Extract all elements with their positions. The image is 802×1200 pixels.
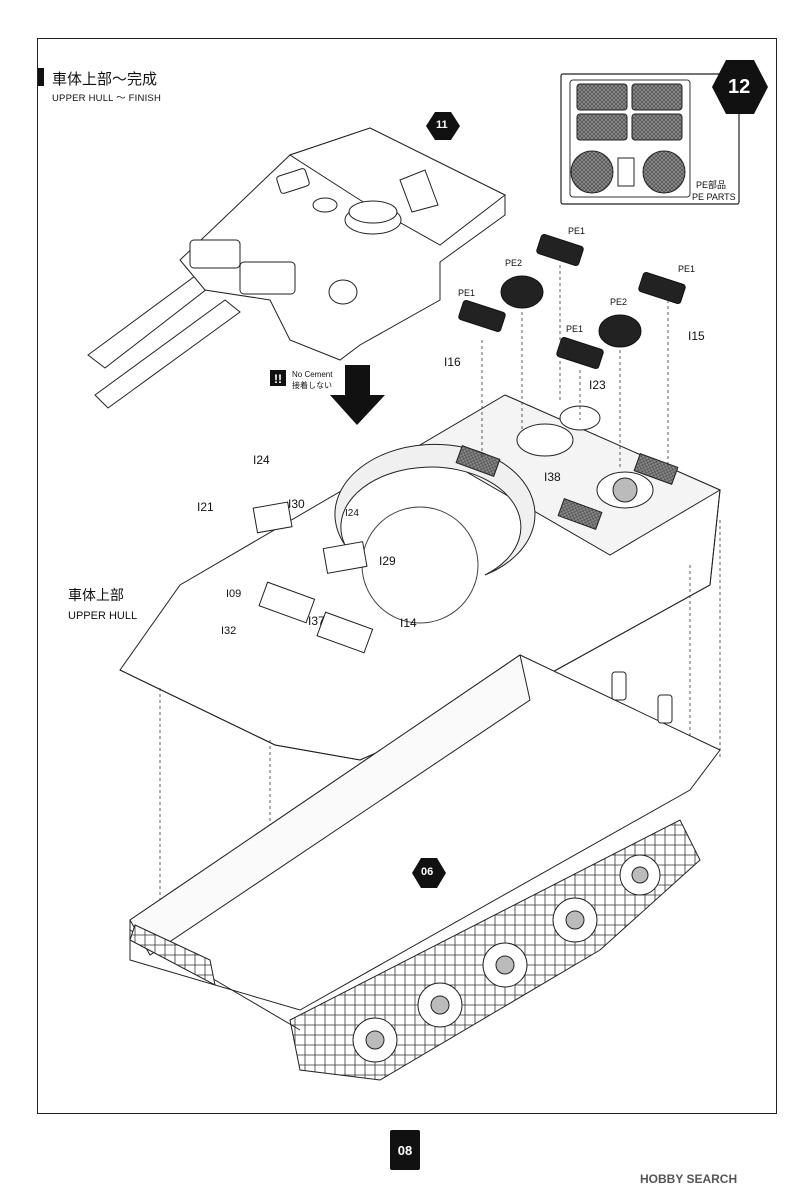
step-number: 12 — [728, 76, 751, 98]
warning-en: No Cement — [292, 370, 333, 379]
part-pe2-a: PE2 — [505, 258, 523, 268]
pe-box-label-en: PE PARTS — [692, 192, 736, 202]
part-i16: I16 — [444, 355, 461, 369]
watermark: HOBBY SEARCH — [640, 1172, 738, 1186]
page-frame — [37, 38, 777, 1114]
warning-jp: 接着しない — [292, 381, 332, 390]
header-title-en: UPPER HULL ～ FINISH — [52, 93, 162, 104]
guide-lines — [159, 265, 721, 990]
svg-text:!!: !! — [274, 372, 282, 386]
ref-step-06: 06 — [421, 866, 434, 878]
pe-parts-floating — [458, 233, 686, 370]
upper-hull-label-en: UPPER HULL — [68, 610, 138, 622]
header-title-jp: 車体上部～完成 — [52, 71, 158, 88]
part-i24-a: I24 — [253, 453, 270, 467]
part-pe1-a: PE1 — [568, 226, 586, 236]
part-pe1-b: PE1 — [678, 264, 696, 274]
ref-step-06-badge — [412, 858, 446, 888]
part-i14: I14 — [400, 616, 417, 630]
part-i21: I21 — [197, 500, 214, 514]
part-pe2-b: PE2 — [610, 297, 628, 307]
part-i37: I37 — [308, 614, 325, 628]
step-12-badge — [712, 60, 768, 114]
step11-assembly — [87, 127, 506, 409]
part-i23: I23 — [589, 378, 606, 392]
arrow-down-icon — [330, 365, 385, 425]
upper-hull-label-jp: 車体上部 — [68, 587, 124, 603]
pe-fret — [560, 73, 740, 205]
part-i09: I09 — [226, 588, 242, 600]
upper-hull-plate — [119, 394, 722, 761]
pe-box-label-jp: PE部品 — [696, 180, 727, 190]
no-cement-icon: !! — [270, 370, 286, 386]
part-i38: I38 — [544, 470, 561, 484]
ref-step-11: 11 — [436, 119, 448, 131]
part-i24-b: I24 — [345, 508, 359, 519]
ref-step-11-badge — [426, 112, 460, 140]
part-i15: I15 — [688, 329, 705, 343]
lower-hull — [129, 654, 721, 1081]
part-i30: I30 — [288, 497, 305, 511]
part-pe1-d: PE1 — [566, 324, 584, 334]
part-pe1-c: PE1 — [458, 288, 476, 298]
part-i32: I32 — [221, 625, 237, 637]
header-marker — [38, 68, 44, 86]
page-number: 08 — [390, 1130, 420, 1170]
part-i29: I29 — [379, 554, 396, 568]
